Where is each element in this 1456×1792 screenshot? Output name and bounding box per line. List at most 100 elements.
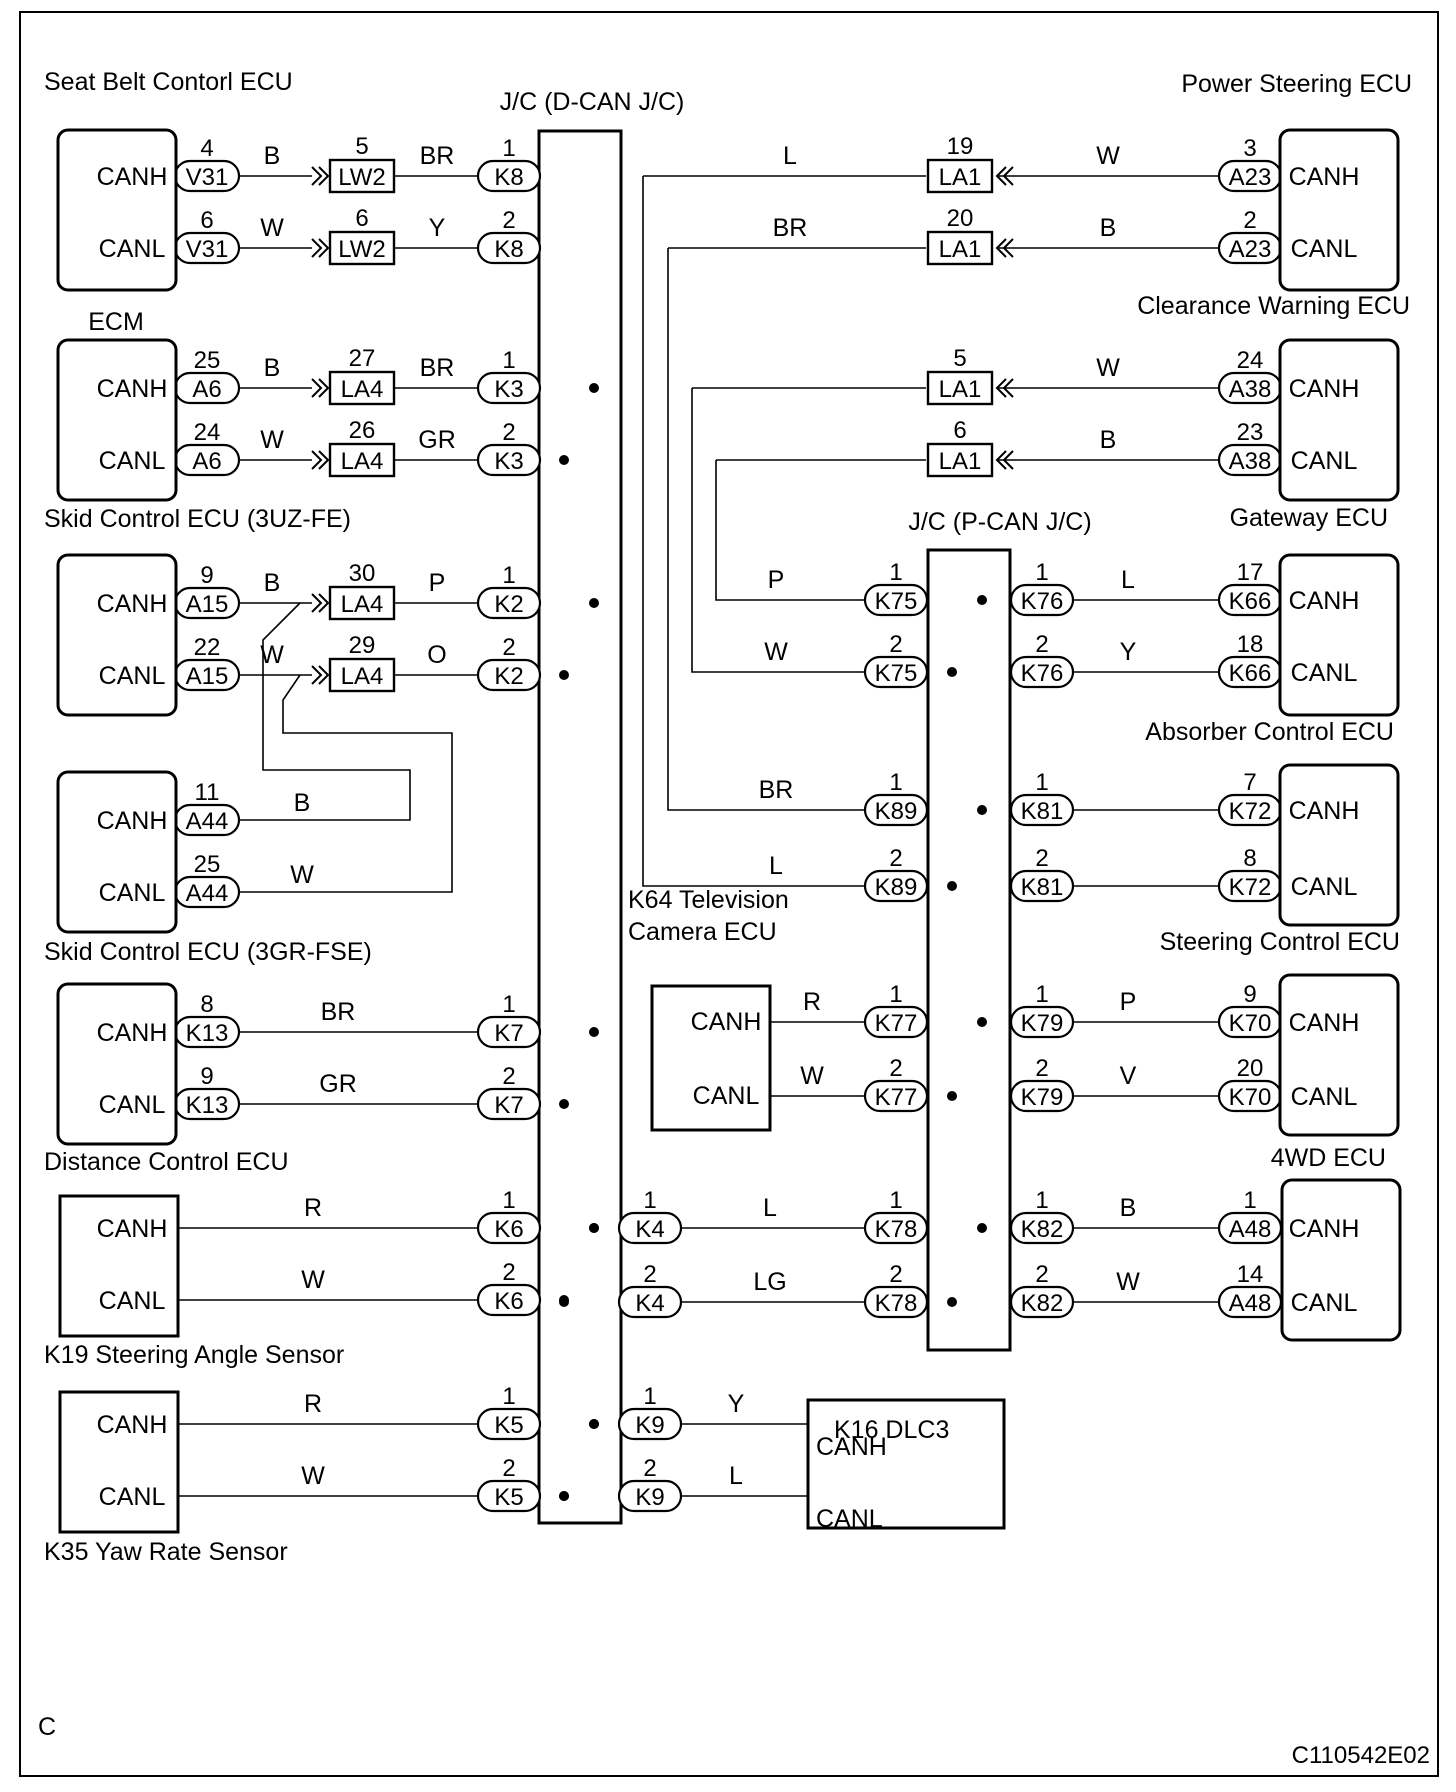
left-row-2-jc-pin-number: 1: [502, 347, 515, 374]
right-top-row-2-mid-connector: [926, 370, 994, 406]
splice-dot: [947, 1091, 957, 1101]
inline-connector-chevron: [1002, 238, 1014, 258]
left-row-4-ecu-connector-label: A15: [186, 591, 229, 618]
pcan-row-11-pc-in-connector: [863, 1285, 929, 1319]
right-top-row-3-ecu-connector-label: A38: [1229, 448, 1272, 475]
left-row-2-jc-connector: [476, 371, 542, 405]
left-row-13-jc-connector-label: K5: [494, 1484, 523, 1511]
left-ecu-5-canh-label: CANH: [97, 1215, 168, 1243]
left-row-4-jc-connector-label: K2: [494, 591, 523, 618]
right-top-row-3-wire1-color: B: [1100, 426, 1117, 454]
right-top-row-2-ecu-connector-label: A38: [1229, 376, 1272, 403]
dlc-row-0-jc-connector-label: K9: [635, 1412, 664, 1439]
steering-angle-box: [58, 1194, 180, 1338]
pcan-row-4-pc-in-pin-number: 1: [889, 559, 902, 586]
splice-dot: [559, 455, 569, 465]
left-row-11-wire1-color: W: [301, 1266, 325, 1294]
left-row-8-ecu-connector-label: K13: [186, 1020, 229, 1047]
pcan-row-5-pc-out-connector: [1009, 655, 1075, 689]
left-row-0-jc-connector: [476, 159, 542, 193]
left-row-5-mid-connector-label: LA4: [341, 663, 384, 690]
splice-dot: [947, 881, 957, 891]
pcan-row-10-dc-pin-number: 1: [643, 1187, 656, 1214]
right-top-row-2-wire1-color: W: [1096, 354, 1120, 382]
right-top-row-0-ecu-pin-number: 3: [1243, 135, 1256, 162]
ecm-title: ECM: [88, 308, 144, 336]
steering-angle-sensor-title: K19 Steering Angle Sensor: [44, 1341, 344, 1369]
pcan-row-5-pc-out-pin-number: 2: [1035, 631, 1048, 658]
pcan-row-11-pc-in-connector-label: K78: [875, 1290, 918, 1317]
right-ecu-3-canh-label: CANH: [1289, 797, 1360, 825]
pcan-row-6-in-wire-color: BR: [759, 776, 794, 804]
outer-frame: [19, 11, 1439, 1777]
a44-canl-branch: [240, 674, 453, 893]
left-row-12-wire1-color: R: [304, 1390, 322, 1418]
right-top-row-0-route: [642, 176, 874, 887]
pcan-row-10-dc-connector: [617, 1211, 683, 1245]
pcan-row-5-pc-in-pin-number: 2: [889, 631, 902, 658]
inline-connector-chevron: [1002, 378, 1014, 398]
tv-camera-canl-label: CANL: [693, 1082, 760, 1110]
absorber-control-ecu-title: Absorber Control ECU: [1145, 718, 1394, 746]
left-ecu-5-canl-label: CANL: [99, 1287, 166, 1315]
pcan-row-6-pc-in-pin-number: 1: [889, 769, 902, 796]
right-ecu-4-canl-label: CANL: [1291, 1083, 1358, 1111]
right-ecu-4-canh-label: CANH: [1289, 1009, 1360, 1037]
splice-dot: [589, 1419, 599, 1429]
pcan-row-11-ecu-pin-number: 14: [1237, 1261, 1264, 1288]
pcan-row-10-pc-out-pin-number: 1: [1035, 1187, 1048, 1214]
pcan-row-7-pc-out-connector-label: K81: [1021, 874, 1064, 901]
left-row-5-mid-pin-number: 29: [349, 632, 376, 659]
left-row-9-jc-connector: [476, 1087, 542, 1121]
dlc3-title: K16 DLC3: [834, 1416, 949, 1444]
left-row-4-ecu-pin-number: 9: [200, 562, 213, 589]
left-ecu-0-canl-label: CANL: [99, 235, 166, 263]
clearance-warning-ecu-title: Clearance Warning ECU: [1137, 292, 1410, 320]
left-row-0-ecu-connector-label: V31: [186, 164, 229, 191]
pcan-row-5-in-wire-color: W: [764, 638, 788, 666]
gateway-box: [1278, 338, 1400, 502]
pcan-row-4-pc-in-connector: [863, 583, 929, 617]
left-row-1-jc-connector-label: K8: [494, 236, 523, 263]
left-row-0-jc-connector-label: K8: [494, 164, 523, 191]
splice-dot: [589, 383, 599, 393]
pcan-row-6-pc-out-connector-label: K81: [1021, 798, 1064, 825]
left-row-2-ecu-pin-number: 25: [194, 347, 221, 374]
left-row-8-wire1-color: BR: [321, 998, 356, 1026]
right-top-row-1-mid-connector-label: LA1: [939, 236, 982, 263]
yaw-rate-box: [58, 1390, 180, 1534]
inline-connector-chevron: [311, 593, 323, 613]
left-row-12-jc-connector: [476, 1407, 542, 1441]
right-top-row-2-ecu-pin-number: 24: [1237, 347, 1264, 374]
left-row-3-jc-pin-number: 2: [502, 419, 515, 446]
left-row-8-jc-connector: [476, 1015, 542, 1049]
pcan-row-8-pc-in-pin-number: 1: [889, 981, 902, 1008]
left-row-7-wire1-color: W: [290, 861, 314, 889]
left-row-1-wire2-color: Y: [429, 214, 446, 242]
splice-dot: [977, 1223, 987, 1233]
left-row-0-ecu-pin-number: 4: [200, 135, 213, 162]
inline-connector-chevron: [318, 238, 330, 258]
inline-connector-chevron: [311, 665, 323, 685]
left-ecu-3-canl-label: CANL: [99, 879, 166, 907]
left-row-3-ecu-pin-number: 24: [194, 419, 221, 446]
inline-connector-chevron: [995, 238, 1007, 258]
left-row-9-jc-pin-number: 2: [502, 1063, 515, 1090]
left-row-6-ecu-connector-label: A44: [186, 808, 229, 835]
dlc-row-1-jc-connector-label: K9: [635, 1484, 664, 1511]
right-top-row-3-mid-connector-label: LA1: [939, 448, 982, 475]
pcan-row-6-pc-in-connector: [863, 793, 929, 827]
left-row-11-jc-connector: [476, 1283, 542, 1317]
left-row-3-mid-connector: [328, 442, 396, 478]
pcan-row-5-wire-color: Y: [1120, 638, 1137, 666]
seat-belt-box: [56, 128, 178, 292]
pcan-row-6-pc-out-connector: [1009, 793, 1075, 827]
tv-camera-ecu-box: [650, 984, 772, 1132]
left-row-4-mid-connector-label: LA4: [341, 591, 384, 618]
absorber-box: [1278, 553, 1400, 717]
left-row-10-jc-pin-number: 1: [502, 1187, 515, 1214]
left-row-0-wire1-color: B: [264, 142, 281, 170]
pcan-row-11-pc-in-pin-number: 2: [889, 1261, 902, 1288]
pcan-row-9-ecu-pin-number: 20: [1237, 1055, 1264, 1082]
